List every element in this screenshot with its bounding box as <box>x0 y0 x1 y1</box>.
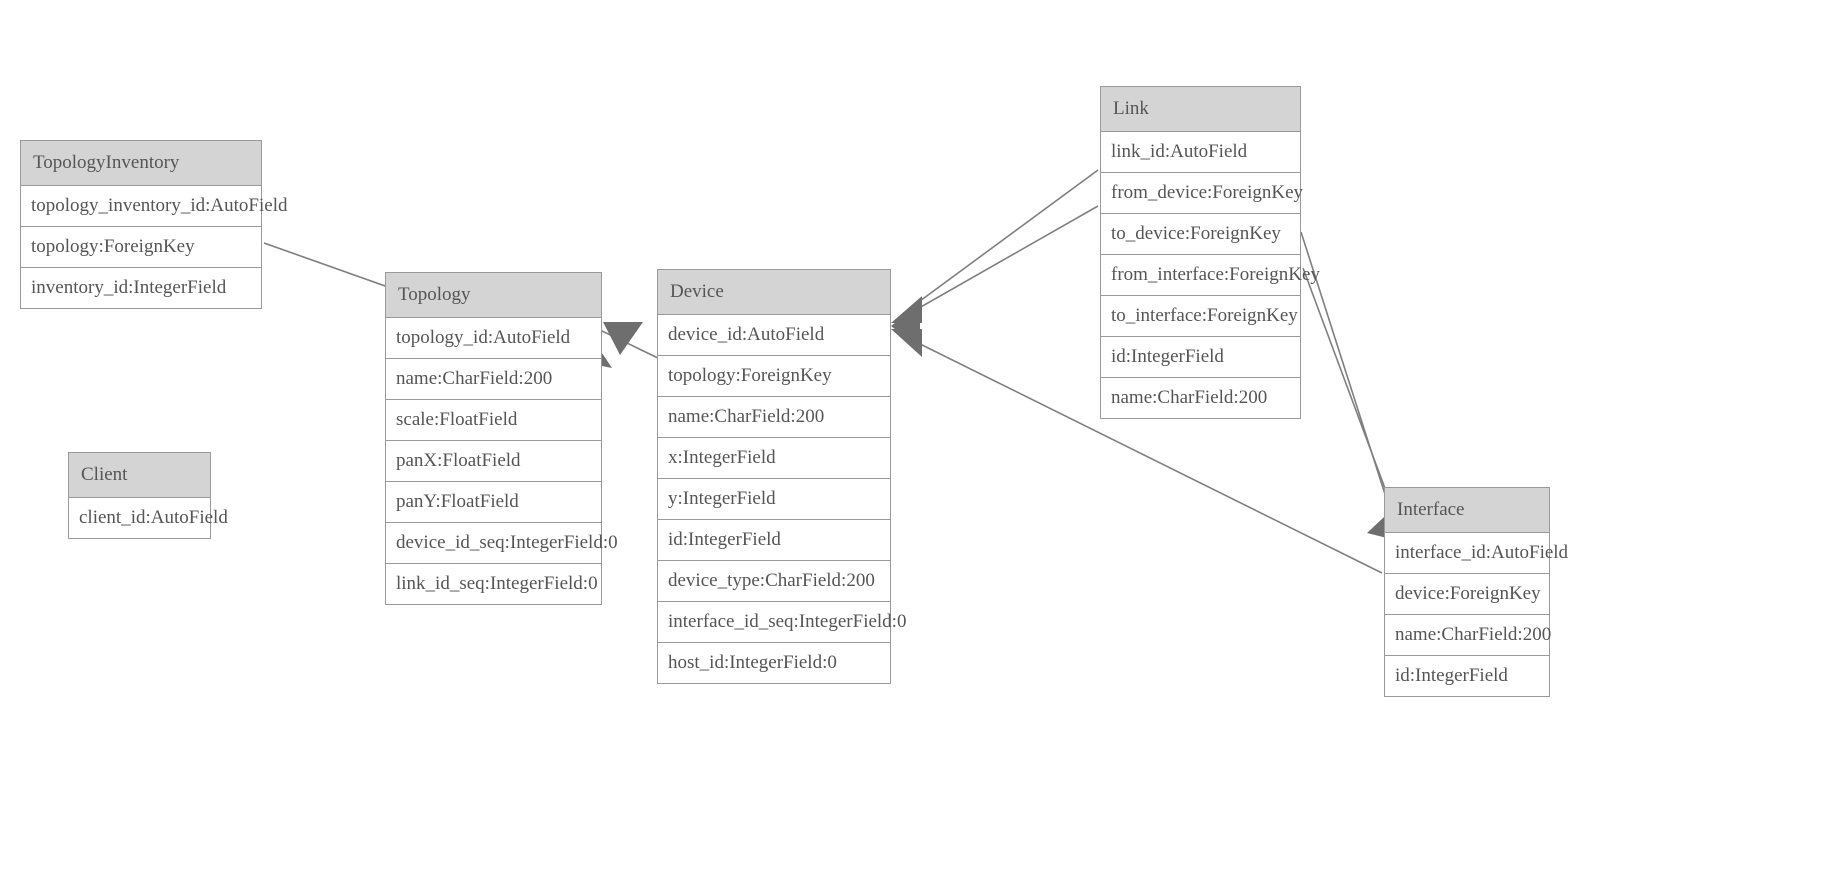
entity-field[interactable]: device:ForeignKey <box>1385 574 1549 615</box>
entity-field[interactable]: y:IntegerField <box>658 479 890 520</box>
entity-field[interactable]: from_device:ForeignKey <box>1101 173 1303 214</box>
entity-field[interactable]: interface_id_seq:IntegerField:0 <box>658 602 906 643</box>
entity-field[interactable]: topology_id:AutoField <box>386 318 601 359</box>
entity-field[interactable]: topology_inventory_id:AutoField <box>21 186 288 227</box>
entity-field[interactable]: name:CharField:200 <box>1101 378 1300 418</box>
arrowhead-device-incoming <box>891 296 922 357</box>
entity-field[interactable]: interface_id:AutoField <box>1385 533 1568 574</box>
entity-title-topology_inventory: TopologyInventory <box>21 141 261 186</box>
entity-title-interface: Interface <box>1385 488 1549 533</box>
entity-field[interactable]: link_id:AutoField <box>1101 132 1300 173</box>
entity-field[interactable]: topology:ForeignKey <box>21 227 261 268</box>
entity-field[interactable]: scale:FloatField <box>386 400 601 441</box>
entity-title-topology: Topology <box>386 273 601 318</box>
entity-field[interactable]: name:CharField:200 <box>658 397 890 438</box>
entity-field[interactable]: device_id_seq:IntegerField:0 <box>386 523 618 564</box>
entity-field[interactable]: client_id:AutoField <box>69 498 228 538</box>
entity-field[interactable]: id:IntegerField <box>658 520 890 561</box>
edge-link-to-device <box>904 205 1099 317</box>
entity-field[interactable]: device_id:AutoField <box>658 315 890 356</box>
entity-field[interactable]: host_id:IntegerField:0 <box>658 643 890 683</box>
entity-field[interactable]: x:IntegerField <box>658 438 890 479</box>
entity-field[interactable]: name:CharField:200 <box>386 359 601 400</box>
entity-field[interactable]: id:IntegerField <box>1385 656 1549 696</box>
edge-link-from-device <box>904 169 1099 313</box>
entity-field[interactable]: panX:FloatField <box>386 441 601 482</box>
entity-field[interactable]: link_id_seq:IntegerField:0 <box>386 564 601 604</box>
entity-field[interactable]: inventory_id:IntegerField <box>21 268 261 308</box>
entity-field[interactable]: device_type:CharField:200 <box>658 561 890 602</box>
entity-field[interactable]: name:CharField:200 <box>1385 615 1551 656</box>
entity-field[interactable]: id:IntegerField <box>1101 337 1300 378</box>
entity-field[interactable]: to_interface:ForeignKey <box>1101 296 1300 337</box>
entity-field[interactable]: from_interface:ForeignKey <box>1101 255 1320 296</box>
entity-title-link: Link <box>1101 87 1300 132</box>
entity-field[interactable]: topology:ForeignKey <box>658 356 890 397</box>
entity-title-device: Device <box>658 270 890 315</box>
edge-device-topology <box>599 322 663 361</box>
entity-field[interactable]: panY:FloatField <box>386 482 601 523</box>
edge-link-to-interface <box>1302 267 1397 519</box>
entity-field[interactable]: to_device:ForeignKey <box>1101 214 1300 255</box>
entity-title-client: Client <box>69 453 210 498</box>
